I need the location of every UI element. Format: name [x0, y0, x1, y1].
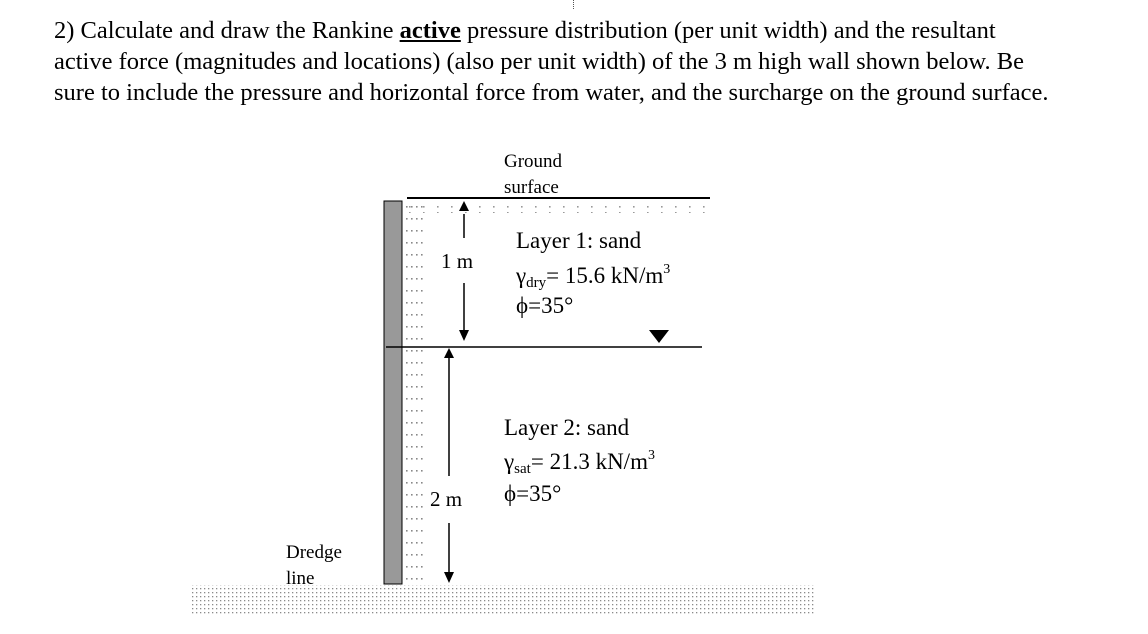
layer2-title: Layer 2: sand — [504, 415, 630, 440]
text-cursor-marker — [573, 0, 575, 9]
layer1-title: Layer 1: sand — [516, 228, 642, 253]
question-text: 2) Calculate and draw the Rankine active… — [54, 15, 1054, 108]
dredge-line-label-line1: Dredge — [286, 542, 342, 563]
question-text-before: Calculate and draw the Rankine — [80, 17, 400, 44]
question-emphasis-active: active — [399, 17, 461, 44]
retaining-wall — [383, 200, 403, 585]
layer2-gamma-subscript: sat — [514, 461, 531, 477]
layer2-thickness-label: 2 m — [430, 487, 462, 511]
dredge-line-label-line2: line — [286, 568, 315, 589]
question-number: 2) — [54, 17, 75, 44]
layer1-gamma-value: = 15.6 kN/m — [546, 263, 663, 288]
layer1-gamma-subscript: dry — [526, 275, 546, 291]
water-table-triangle-icon — [649, 330, 669, 343]
layer1-gamma-exponent: 3 — [663, 262, 670, 277]
ground-surface-dots — [408, 203, 710, 213]
layer2-friction-angle: ϕ=35° — [504, 481, 561, 506]
layer2-unit-weight: γsat= 21.3 kN/m3 — [503, 448, 655, 477]
layer1-unit-weight: γdry= 15.6 kN/m3 — [515, 262, 670, 291]
ground-surface-label-line2: surface — [504, 177, 559, 198]
layer2-gamma-exponent: 3 — [648, 448, 655, 463]
layer1-gamma-symbol: γ — [515, 263, 526, 288]
ground-surface-label-line1: Ground — [504, 151, 563, 172]
layer2-gamma-symbol: γ — [503, 449, 514, 474]
layer2-gamma-value: = 21.3 kN/m — [531, 449, 648, 474]
backfill-dots — [403, 205, 423, 585]
layer1-thickness-arrow — [459, 201, 469, 341]
dredge-soil-hatch — [190, 585, 816, 615]
layer1-friction-angle: ϕ=35° — [516, 293, 573, 318]
layer1-thickness-label: 1 m — [441, 249, 473, 273]
layer2-thickness-arrow — [444, 348, 454, 583]
question-text-after: pressure distribution (per unit width) a… — [54, 17, 1049, 106]
